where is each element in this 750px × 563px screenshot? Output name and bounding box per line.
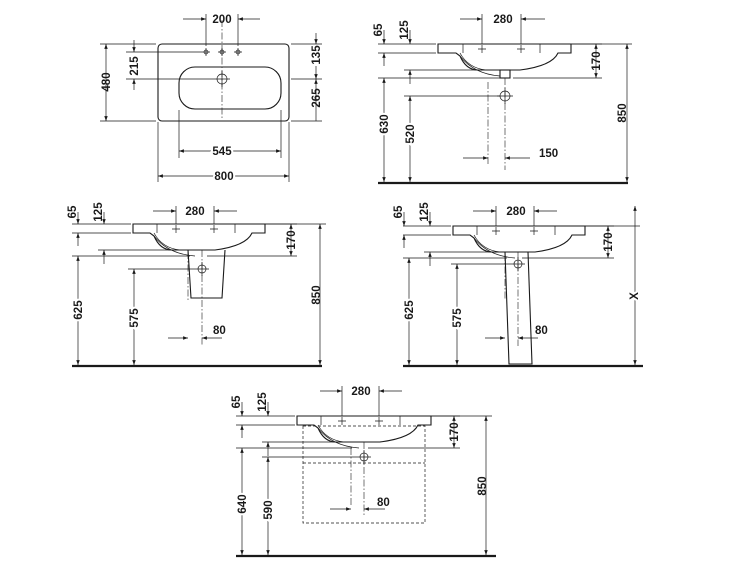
dim-850: 850 (311, 285, 323, 304)
pedestal (504, 251, 533, 365)
dim-575: 575 (129, 308, 141, 328)
dim-125: 125 (257, 392, 269, 412)
side-view-semi-pedestal: 280 65 125 170 850 625 575 80 (67, 202, 326, 368)
basin-outline (157, 43, 290, 122)
dim-625: 625 (73, 300, 85, 320)
dim-280: 280 (185, 206, 204, 218)
dim-depth-total: 480 (101, 72, 113, 91)
side-view-pedestal: 280 65 125 170 X 625 575 80 (393, 202, 643, 368)
dim-625: 625 (404, 300, 416, 320)
dim-280: 280 (506, 206, 525, 218)
dim-125: 125 (93, 202, 105, 222)
dim-80: 80 (535, 325, 548, 337)
dim-170: 170 (286, 230, 298, 249)
top-view: 200 480 215 135 265 545 800 (100, 14, 323, 185)
dim-280: 280 (351, 386, 370, 398)
dim-width-total: 800 (214, 171, 233, 183)
dim-170: 170 (591, 51, 603, 70)
semi-pedestal (187, 249, 226, 299)
dim-80: 80 (213, 325, 226, 337)
dim-125: 125 (419, 202, 431, 222)
dim-65: 65 (373, 23, 385, 36)
dim-depth-taps: 215 (129, 56, 141, 76)
dim-x: X (629, 292, 641, 300)
dim-520: 520 (405, 124, 417, 143)
side-view-wall: 280 65 125 170 850 630 520 150 (373, 14, 632, 185)
dim-65: 65 (67, 205, 79, 218)
dim-170: 170 (449, 422, 461, 441)
dim-tap-spacing: 200 (212, 14, 231, 26)
tap-marks (478, 45, 525, 53)
dim-850: 850 (477, 476, 489, 495)
dim-850: 850 (617, 103, 629, 122)
dim-65: 65 (231, 395, 243, 408)
dim-depth-front: 265 (311, 88, 323, 108)
dim-bowl-width: 545 (212, 146, 232, 158)
dim-630: 630 (379, 114, 391, 133)
dim-65: 65 (393, 205, 405, 218)
dim-170: 170 (603, 232, 615, 251)
furniture-unit (302, 425, 426, 524)
dim-280: 280 (493, 14, 512, 26)
dim-640: 640 (237, 494, 249, 513)
side-view-furniture: 280 65 125 170 850 640 590 80 (231, 386, 496, 558)
bowl-outline (178, 66, 282, 110)
dim-depth-back: 135 (311, 45, 323, 65)
dim-150: 150 (539, 148, 558, 160)
dim-590: 590 (263, 500, 275, 519)
dim-575: 575 (452, 308, 464, 328)
dim-80: 80 (377, 497, 390, 509)
dim-125: 125 (399, 20, 411, 40)
